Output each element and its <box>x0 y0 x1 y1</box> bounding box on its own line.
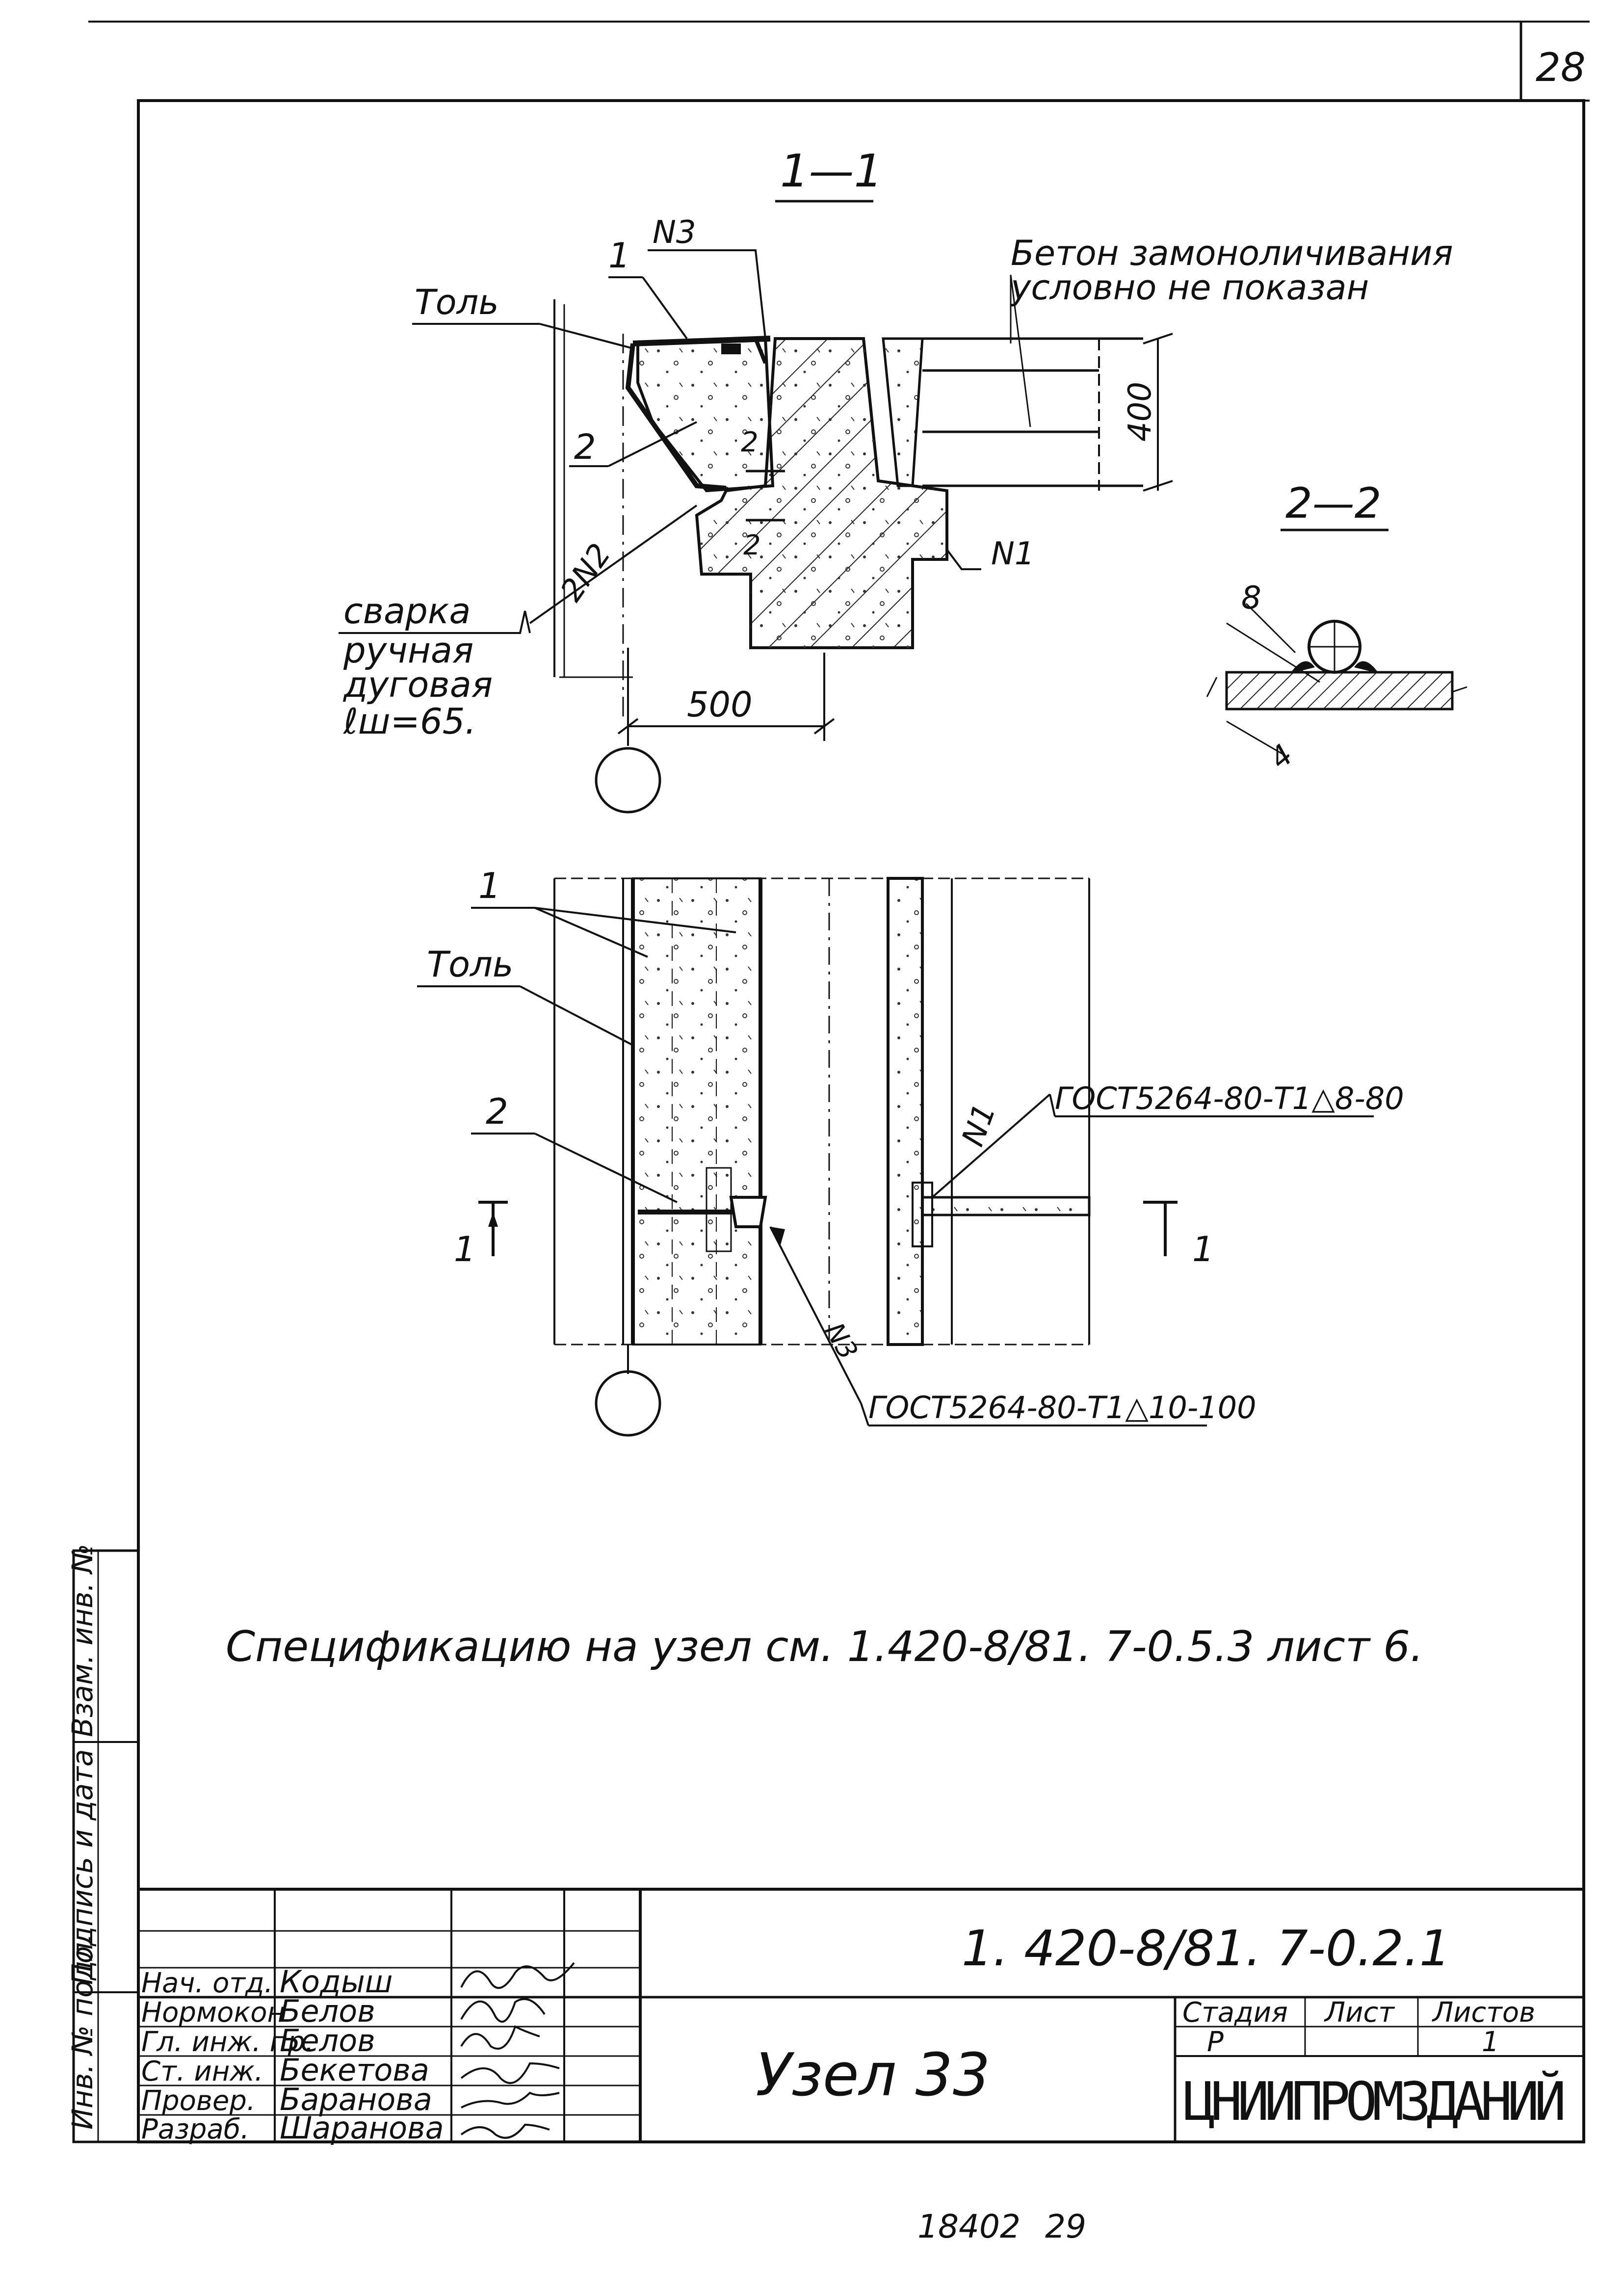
label-tol-elevation: Толь <box>427 944 513 985</box>
role-3: Гл. инж. пр. <box>141 2026 314 2058</box>
document-code: 1. 420-8/81. 7-0.2.1 <box>962 1920 1450 1977</box>
name-5: Баранова <box>280 2082 432 2117</box>
role-2: Нормокон <box>141 1997 285 2029</box>
elevation-view: 1 Толь 2 N1 N3 ГОСТ5264-80-Т1△8-80 ГОСТ5… <box>417 865 1404 1437</box>
label-n3-elevation: N3 <box>819 1318 864 1365</box>
specification-note: Спецификацию на узел см. 1.420-8/81. 7-0… <box>226 1622 1423 1671</box>
sheets-value: 1 <box>1482 2026 1499 2058</box>
section-mark-right: 1 <box>1192 1229 1214 1269</box>
signatures <box>460 1962 575 2139</box>
label-tol-section: Толь <box>415 282 499 322</box>
cut-mark-2-bottom: 2 <box>743 529 761 561</box>
organization-name: ЦНИИПРОМЗДАНИЙ <box>1183 2070 1563 2133</box>
name-4: Бекетова <box>280 2052 429 2088</box>
section-mark-left: 1 <box>454 1229 476 1269</box>
stage-value: Р <box>1207 2026 1224 2058</box>
label-n3-section: N3 <box>653 214 696 251</box>
weld-gost-top: ГОСТ5264-80-Т1△8-80 <box>1055 1081 1404 1116</box>
name-2: Белов <box>280 1993 375 2029</box>
weld-note-line4: ℓш=65. <box>342 701 476 742</box>
weld-note-line3: дуговая <box>342 664 493 705</box>
side-stamp-inv: Инв. № подл. <box>66 1933 99 2130</box>
weld-gost-bottom: ГОСТ5264-80-Т1△10-100 <box>868 1390 1257 1425</box>
sheet-header: Лист <box>1324 1997 1395 2029</box>
name-3: Белов <box>280 2023 375 2058</box>
label-2-elevation: 2 <box>486 1091 508 1132</box>
name-1: Кодыш <box>280 1964 393 2000</box>
sheets-header: Листов <box>1432 1997 1535 2029</box>
title-block: 1. 420-8/81. 7-0.2.1 Узел 33 Стадия Лист… <box>138 1888 1584 2146</box>
label-1-elevation: 1 <box>478 865 501 906</box>
section-1-1-title: 1—1 <box>780 145 883 197</box>
concrete-note-line1: Бетон замоноличивания <box>1011 233 1453 273</box>
weld-note-line2: ручная <box>343 630 473 671</box>
side-stamp-vzam: Взам. инв. № <box>66 1544 99 1737</box>
dimension-500: 500 <box>687 685 753 725</box>
label-n1-section: N1 <box>991 536 1035 572</box>
dimension-400: 400 <box>1122 382 1158 442</box>
sheet-frame <box>88 21 1590 2143</box>
label-2n2-section: 2N2 <box>553 537 618 607</box>
role-5: Провер. <box>141 2085 256 2117</box>
role-6: Разраб. <box>141 2113 249 2145</box>
section-1-1: 1—1 400 500 <box>339 145 1453 814</box>
name-6: Шаранова <box>280 2110 444 2146</box>
role-1: Нач. отд. <box>141 1967 273 1999</box>
sheet-corner-number: 28 <box>1536 45 1586 90</box>
stage-header: Стадия <box>1182 1997 1288 2029</box>
axis-bubble-top <box>595 747 661 814</box>
label-2-section: 2 <box>574 427 596 467</box>
concrete-note-line2: условно не показан <box>1010 267 1369 308</box>
inventory-number: 18402 <box>917 2208 1021 2245</box>
section-2-2-title: 2—2 <box>1285 479 1381 528</box>
cut-mark-2-top: 2 <box>741 426 759 458</box>
console-section <box>636 337 775 493</box>
axis-bubble-bottom <box>595 1370 661 1437</box>
section-2-2: 2—2 8 4 <box>1206 479 1467 776</box>
dimension-4: 4 <box>1263 738 1300 776</box>
weld-note-line1: сварка <box>343 590 471 632</box>
role-4: Ст. инж. <box>141 2056 263 2087</box>
label-1-section: 1 <box>608 236 630 276</box>
side-stamp-signature: Подпись и дата <box>66 1749 99 1985</box>
side-stamp: Инв. № подл. Подпись и дата Взам. инв. № <box>66 1544 140 2143</box>
page-number: 29 <box>1045 2208 1086 2245</box>
dimension-8: 8 <box>1241 580 1261 616</box>
drawing-title: Узел 33 <box>756 2041 990 2110</box>
